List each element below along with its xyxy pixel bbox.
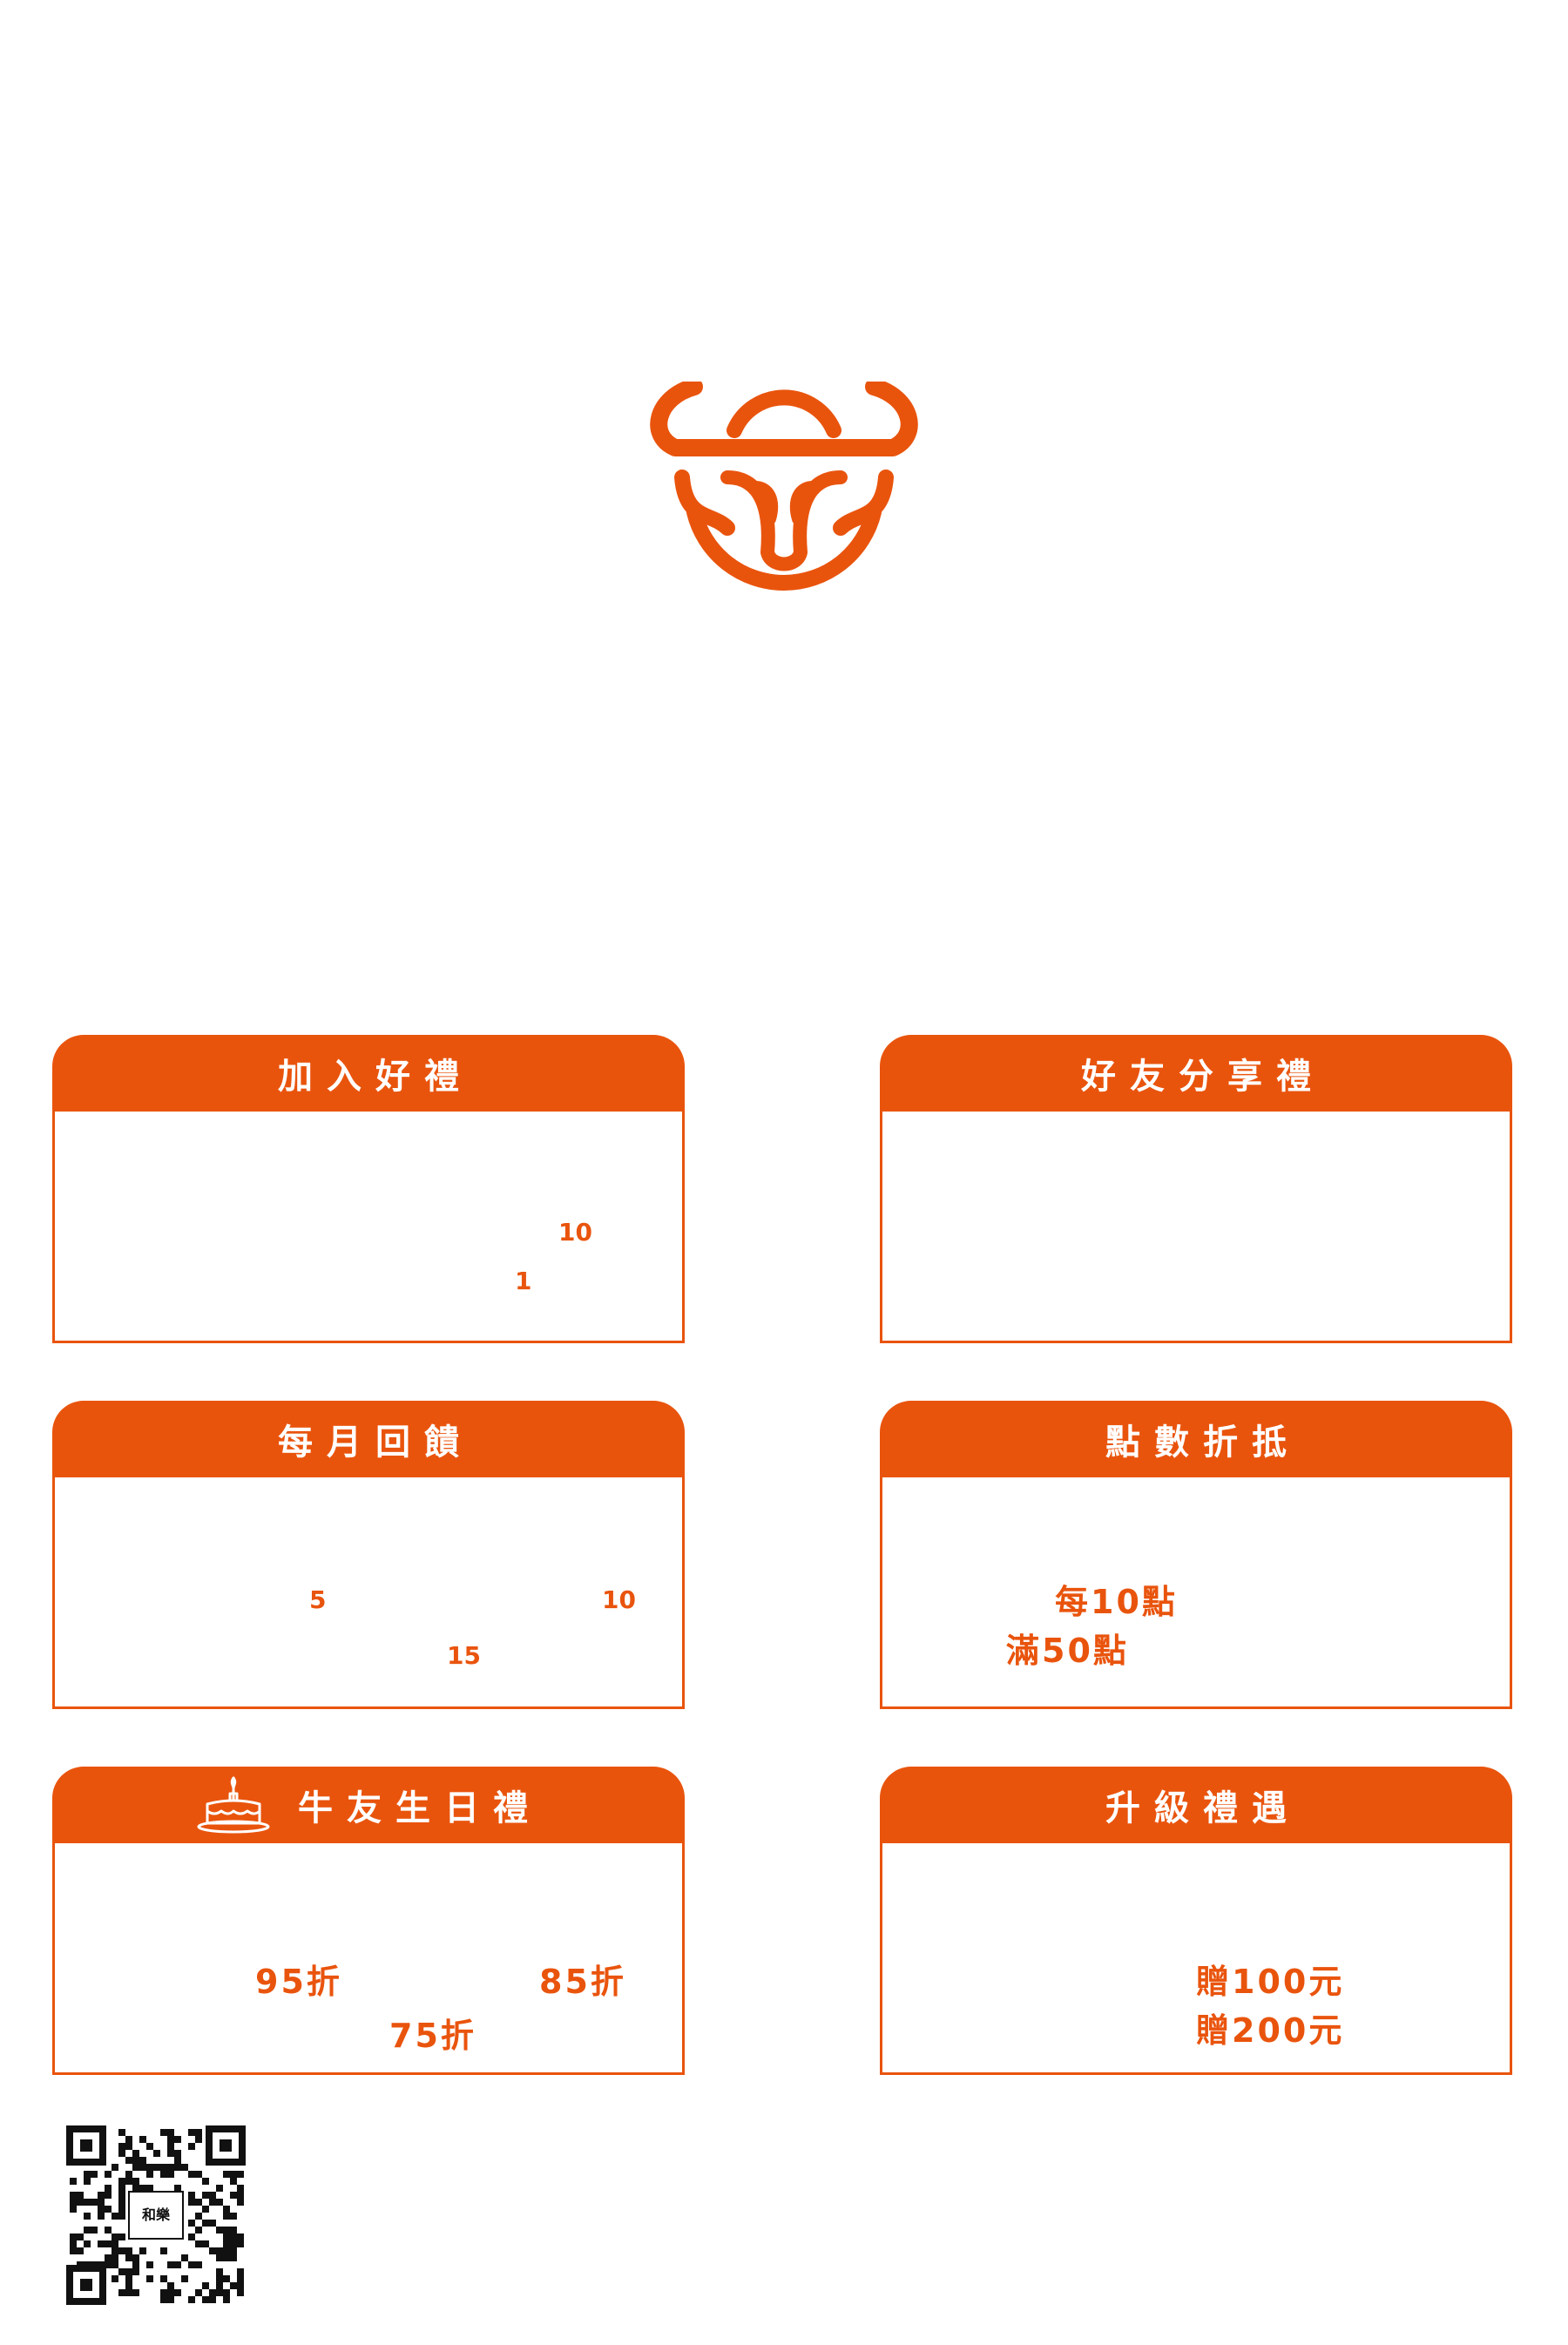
qr-code-icon: 和樂: [64, 2124, 247, 2307]
card-value: 滿50點: [1006, 1632, 1129, 1670]
card-title: 牛友生日禮: [298, 1788, 542, 1828]
card-join: 加入好禮 10 1: [52, 1035, 685, 1343]
card-title: 加入好禮: [278, 1057, 473, 1097]
card-value: 1: [515, 1267, 532, 1295]
card-value: 贈200元: [1196, 2011, 1345, 2050]
card-body: 每10點 滿50點: [880, 1477, 1512, 1709]
card-header: 升級禮遇: [880, 1767, 1512, 1843]
card-body: 95折 85折 75折: [52, 1843, 685, 2075]
card-header: 點數折抵: [880, 1401, 1512, 1477]
card-title: 好友分享禮: [1081, 1057, 1325, 1097]
card-birthday: 牛友生日禮 95折 85折 75折: [52, 1767, 685, 2075]
card-header: 加入好禮: [52, 1035, 685, 1112]
card-header: 每月回饋: [52, 1401, 685, 1477]
card-title: 每月回饋: [278, 1423, 473, 1463]
card-title: 升級禮遇: [1105, 1788, 1301, 1828]
card-value: 75折: [389, 2017, 476, 2055]
card-share: 好友分享禮: [880, 1035, 1512, 1343]
card-value: 5: [309, 1585, 327, 1614]
bull-head-icon: [650, 382, 918, 591]
card-value: 10: [602, 1585, 636, 1614]
card-monthly: 每月回饋 5 10 15: [52, 1401, 685, 1709]
card-title: 點數折抵: [1105, 1423, 1301, 1463]
card-value: 每10點: [1055, 1583, 1178, 1621]
card-value: 10: [558, 1218, 592, 1247]
card-body: 贈100元 贈200元: [880, 1843, 1512, 2075]
card-body: 5 10 15: [52, 1477, 685, 1709]
qr-center-label: 和樂: [142, 2206, 171, 2223]
card-value: 95折: [255, 1963, 342, 2001]
card-body: [880, 1112, 1512, 1343]
card-header: 好友分享禮: [880, 1035, 1512, 1112]
card-body: 10 1: [52, 1112, 685, 1343]
card-header: 牛友生日禮: [52, 1767, 685, 1843]
birthday-cake-icon: [197, 1776, 270, 1834]
card-value: 贈100元: [1196, 1963, 1345, 2001]
card-value: 15: [447, 1641, 481, 1670]
card-value: 85折: [539, 1963, 626, 2001]
card-upgrade: 升級禮遇 贈100元 贈200元: [880, 1767, 1512, 2075]
card-points: 點數折抵 每10點 滿50點: [880, 1401, 1512, 1709]
